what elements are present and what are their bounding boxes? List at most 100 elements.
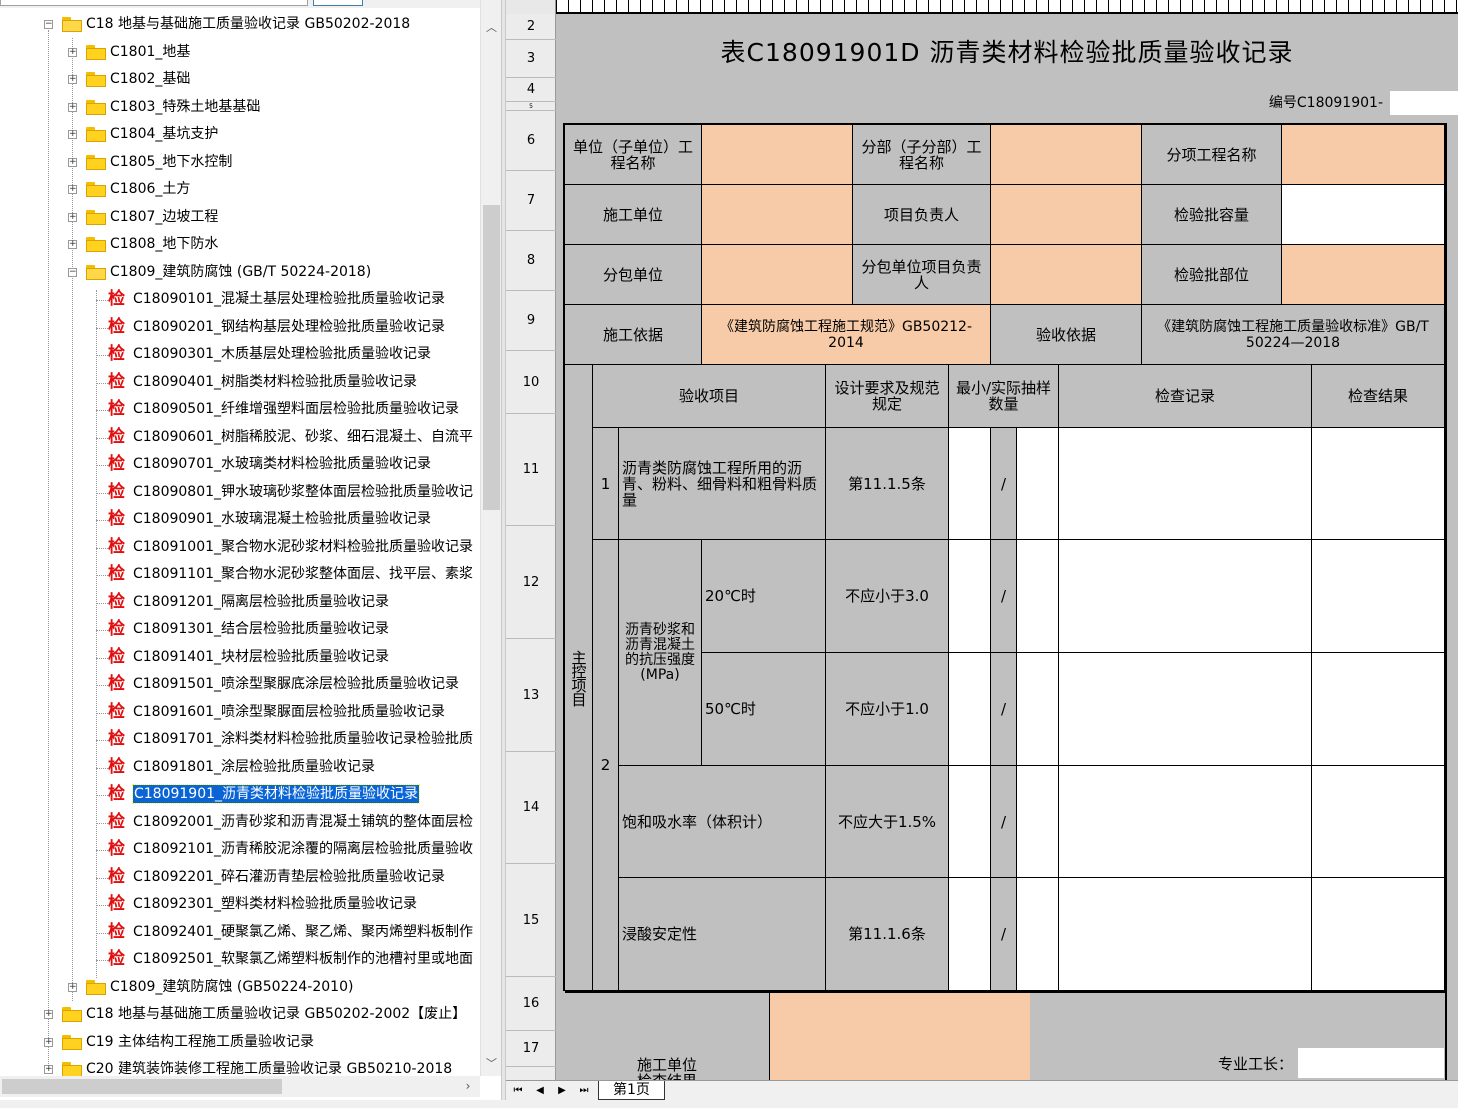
tree-folder-item[interactable]: +C20 建筑装饰装修工程施工质量验收记录 GB50210-2018 xyxy=(0,1056,480,1076)
construction-unit-result-input[interactable] xyxy=(770,991,1030,1080)
check-record-input[interactable] xyxy=(1059,653,1312,766)
row-number[interactable]: 11 xyxy=(506,414,556,526)
expand-icon[interactable]: + xyxy=(68,129,77,139)
prev-sheet-icon[interactable]: ◀ xyxy=(536,1085,544,1096)
next-sheet-icon[interactable]: ▶ xyxy=(558,1085,566,1096)
tree-folder-item[interactable]: +C1805_地下水控制 xyxy=(0,149,480,176)
hscroll-thumb[interactable] xyxy=(2,1079,282,1094)
sampling-min[interactable] xyxy=(949,766,991,878)
sub-item-name-input[interactable] xyxy=(1282,125,1445,185)
sampling-min[interactable] xyxy=(949,540,991,653)
expand-icon[interactable]: + xyxy=(68,74,77,84)
check-record-input[interactable] xyxy=(1059,766,1312,878)
tree-folder-item[interactable]: +C1804_基坑支护 xyxy=(0,121,480,148)
batch-location-input[interactable] xyxy=(1282,245,1445,305)
first-sheet-icon[interactable]: ⏮ xyxy=(513,1085,523,1096)
unit-project-name-input[interactable] xyxy=(702,125,853,185)
check-record-input[interactable] xyxy=(1059,878,1312,991)
check-result-input[interactable] xyxy=(1312,540,1445,653)
subcontract-unit-input[interactable] xyxy=(702,245,853,305)
row-number[interactable]: 8 xyxy=(506,231,556,291)
tree-folder-item[interactable]: +C1801_地基 xyxy=(0,39,480,66)
scroll-right-icon[interactable]: › xyxy=(465,1079,471,1093)
expand-icon[interactable]: + xyxy=(68,184,77,194)
last-sheet-icon[interactable]: ⏭ xyxy=(579,1085,589,1096)
check-record-input[interactable] xyxy=(1059,428,1312,540)
sampling-min[interactable] xyxy=(949,878,991,991)
tree-folder-item[interactable]: +C19 主体结构工程施工质量验收记录 xyxy=(0,1029,480,1056)
check-result-input[interactable] xyxy=(1312,653,1445,766)
check-result-input[interactable] xyxy=(1312,428,1445,540)
scroll-down-icon[interactable]: ﹀ xyxy=(486,1057,497,1070)
row-number[interactable]: 16 xyxy=(506,977,556,1031)
serial-input[interactable] xyxy=(1390,91,1458,115)
row-number[interactable]: 14 xyxy=(506,752,556,864)
row-number[interactable]: 6 xyxy=(506,111,556,171)
expand-icon[interactable]: + xyxy=(68,981,77,992)
expand-icon[interactable]: + xyxy=(68,101,77,112)
collapse-icon[interactable]: − xyxy=(68,266,77,277)
expand-icon[interactable]: + xyxy=(44,1064,53,1074)
expand-icon[interactable]: + xyxy=(68,156,77,167)
row-number[interactable]: 3 xyxy=(506,40,556,78)
form-grid[interactable]: 表C18091901D 沥青类材料检验批质量验收记录 编号C18091901- … xyxy=(556,14,1458,1080)
row-number[interactable]: 15 xyxy=(506,864,556,977)
sampling-actual[interactable] xyxy=(1017,653,1059,766)
tree-folder-item[interactable]: +C1806_土方 xyxy=(0,176,480,203)
tree-vertical-scrollbar[interactable]: ︿ ﹀ xyxy=(480,0,501,1076)
sampling-min[interactable] xyxy=(949,653,991,766)
batch-capacity-input[interactable] xyxy=(1282,185,1445,245)
scroll-up-icon[interactable]: ︿ xyxy=(486,21,497,34)
expand-icon[interactable]: + xyxy=(68,211,77,222)
project-manager-input[interactable] xyxy=(991,185,1142,245)
row-number[interactable]: 5 xyxy=(506,102,556,111)
sampling-min[interactable] xyxy=(949,428,991,540)
row-number[interactable]: 12 xyxy=(506,526,556,639)
sheet-corner[interactable] xyxy=(506,0,556,14)
tree-folder-item[interactable]: −C18 地基与基础施工质量验收记录 GB50202-2018 xyxy=(0,11,480,38)
scroll-thumb[interactable] xyxy=(483,205,500,510)
tree-folder-item[interactable]: −C1809_建筑防腐蚀 (GB/T 50224-2018) xyxy=(0,259,480,286)
row-number[interactable]: 13 xyxy=(506,639,556,752)
sampling-actual[interactable] xyxy=(1017,766,1059,878)
sampling-actual[interactable] xyxy=(1017,428,1059,540)
sheet-tab-page1[interactable]: 第1页 xyxy=(598,1081,665,1100)
row-number[interactable]: 4 xyxy=(506,78,556,102)
search-button[interactable] xyxy=(313,0,363,6)
tree-folder-item[interactable]: +C1809_建筑防腐蚀 (GB50224-2010) xyxy=(0,974,480,1001)
search-combo[interactable] xyxy=(0,0,308,6)
row-number[interactable]: 7 xyxy=(506,171,556,231)
expand-icon[interactable]: + xyxy=(68,46,77,57)
sampling-actual[interactable] xyxy=(1017,540,1059,653)
check-result-input[interactable] xyxy=(1312,878,1445,991)
collapse-icon[interactable]: − xyxy=(44,19,53,29)
row-number[interactable]: 10 xyxy=(506,351,556,414)
expand-icon[interactable]: + xyxy=(44,1036,53,1047)
sub-division-name-input[interactable] xyxy=(991,125,1142,185)
row-number[interactable]: 17 xyxy=(506,1031,556,1067)
